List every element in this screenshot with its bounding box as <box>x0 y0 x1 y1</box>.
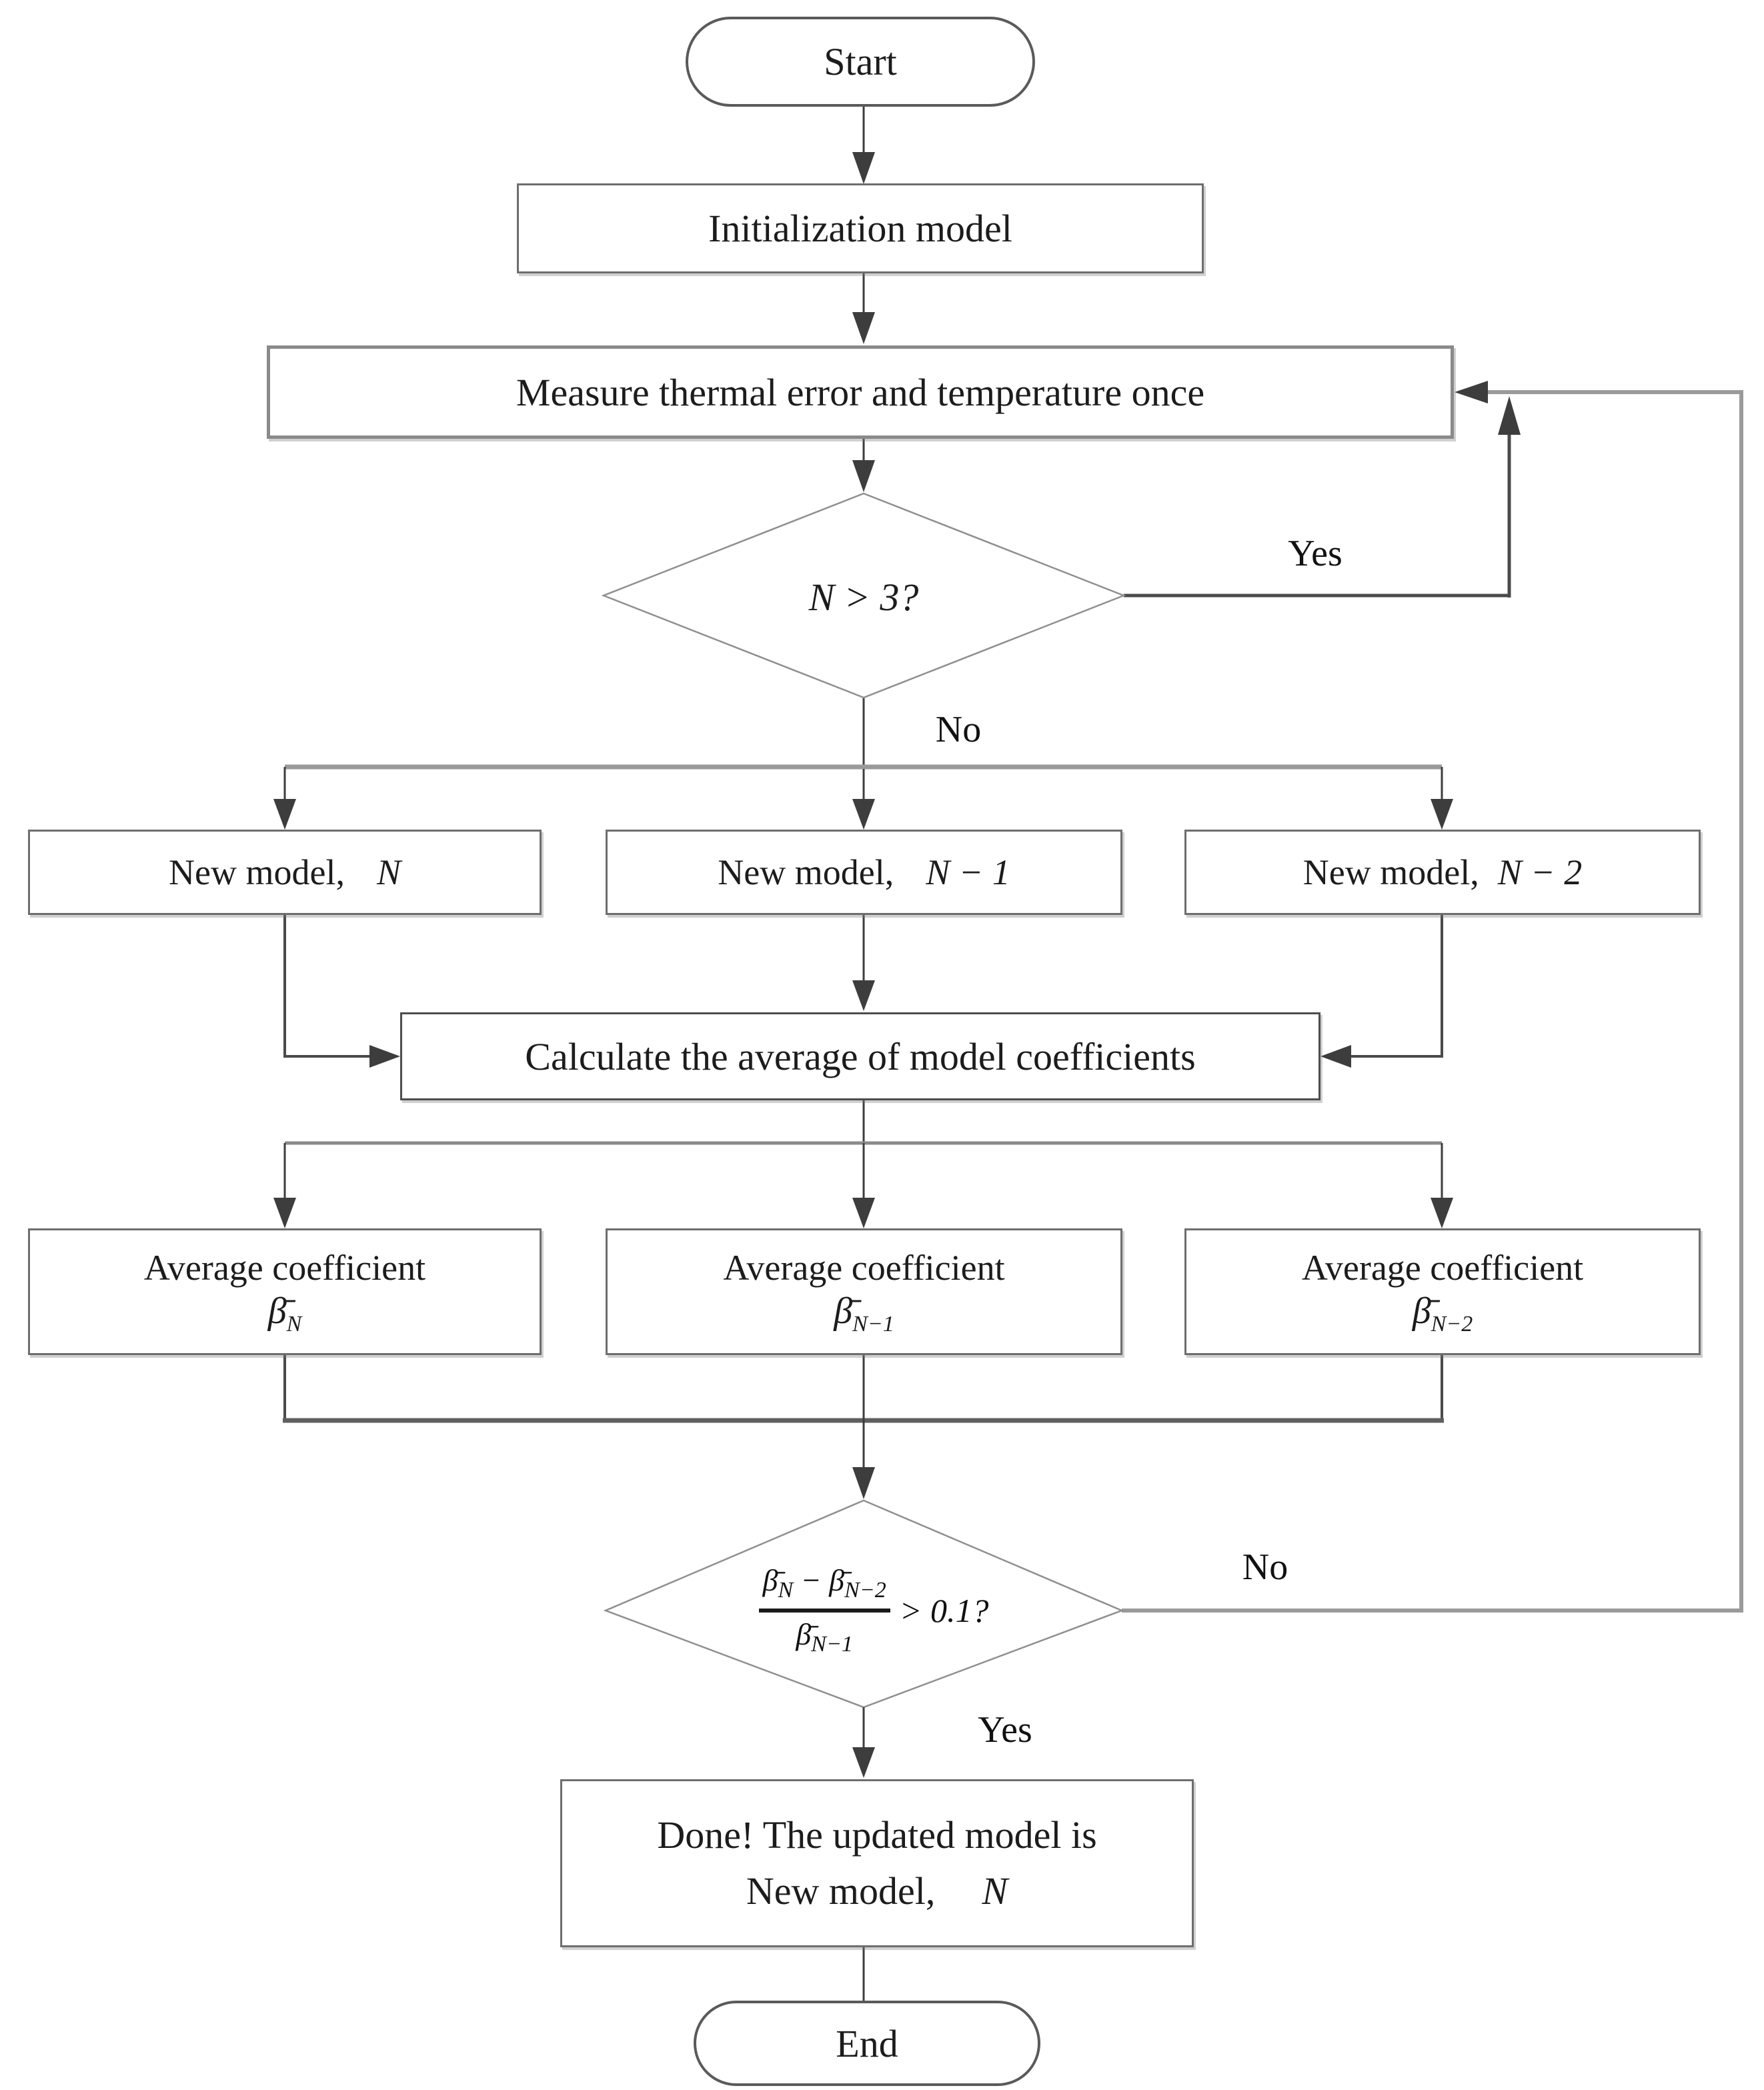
arrowhead-newmodel-center <box>852 799 875 830</box>
node-average-coefficient-n: Average coefficient β̄N <box>28 1228 542 1355</box>
avg-n2-symbol: β̄N−2 <box>1412 1290 1473 1337</box>
edge-label-no-2: No <box>1242 1546 1288 1588</box>
node-average-coefficient-n2: Average coefficient β̄N−2 <box>1184 1228 1701 1355</box>
new-model-n2-prefix: New model, <box>1302 852 1479 892</box>
arrowhead-yes-up <box>1498 396 1521 435</box>
node-end: End <box>694 2001 1040 2086</box>
decision2-fraction: β̄N − β̄N−2 β̄N−1 <box>758 1564 890 1657</box>
node-average-coefficient-n1: Average coefficient β̄N−1 <box>606 1228 1122 1355</box>
node-new-model-n1: New model, N − 1 <box>606 830 1122 915</box>
decision2-comparison: > 0.1? <box>899 1592 989 1629</box>
arrowhead-measure <box>852 312 875 344</box>
arrowhead-avg-left <box>273 1198 296 1228</box>
done-line2-math: N <box>982 1869 1008 1913</box>
arrowhead-newmodel-right <box>1431 799 1453 830</box>
decision1-label: N > 3? <box>808 575 919 619</box>
avg-n2-label: Average coefficient <box>1301 1248 1584 1288</box>
node-new-model-n2: New model, N − 2 <box>1184 830 1701 915</box>
decision2-denominator: β̄N−1 <box>796 1617 853 1657</box>
end-label: End <box>836 2021 898 2065</box>
node-calculate-average: Calculate the average of model coefficie… <box>400 1012 1320 1100</box>
calculate-average-label: Calculate the average of model coefficie… <box>525 1034 1196 1078</box>
start-label: Start <box>824 40 897 83</box>
arrowhead-newmodel-left <box>273 799 296 830</box>
edge-label-yes-2: Yes <box>978 1709 1032 1751</box>
arrowhead-done <box>852 1747 875 1778</box>
measure-label: Measure thermal error and temperature on… <box>516 370 1205 414</box>
edge-label-no-1: No <box>935 709 982 750</box>
decision2-numerator: β̄N − β̄N−2 <box>758 1564 890 1613</box>
arrowhead-avg-center <box>852 1198 875 1228</box>
done-line2: New model,N <box>746 1869 1008 1913</box>
new-model-n-prefix: New model, <box>169 852 345 892</box>
arrowhead-decision2 <box>852 1467 875 1499</box>
done-line1: Done! The updated model is <box>657 1813 1097 1857</box>
arrowhead-avg-right <box>1431 1198 1453 1228</box>
node-initialization: Initialization model <box>517 183 1204 273</box>
avg-n1-symbol: β̄N−1 <box>834 1290 894 1337</box>
arrowhead-decision1 <box>852 460 875 492</box>
new-model-n1-math: N − 1 <box>926 852 1010 892</box>
avg-n-symbol: β̄N <box>267 1290 302 1337</box>
new-model-n2-math: N − 2 <box>1497 852 1583 892</box>
new-model-n1-prefix: New model, <box>718 852 894 892</box>
avg-n1-label: Average coefficient <box>723 1248 1005 1288</box>
node-measure: Measure thermal error and temperature on… <box>267 345 1454 439</box>
node-new-model-n: New model, N <box>28 830 542 915</box>
node-start: Start <box>686 17 1035 107</box>
edge-label-yes-1: Yes <box>1288 533 1343 574</box>
arrowhead-calc-right <box>1320 1045 1351 1068</box>
arrowhead-calc-top <box>852 980 875 1011</box>
initialization-label: Initialization model <box>708 207 1012 250</box>
decision1-diamond <box>601 492 1126 699</box>
arrowhead-into-measure-right <box>1455 381 1488 403</box>
avg-n-label: Average coefficient <box>143 1248 426 1288</box>
decision2-formula: β̄N − β̄N−2 β̄N−1 > 0.1? <box>667 1534 1080 1687</box>
arrowhead-calc-left <box>369 1045 400 1068</box>
new-model-n-math: N <box>376 852 401 892</box>
arrowhead-init <box>852 152 875 184</box>
node-done: Done! The updated model is New model,N <box>560 1779 1194 1947</box>
